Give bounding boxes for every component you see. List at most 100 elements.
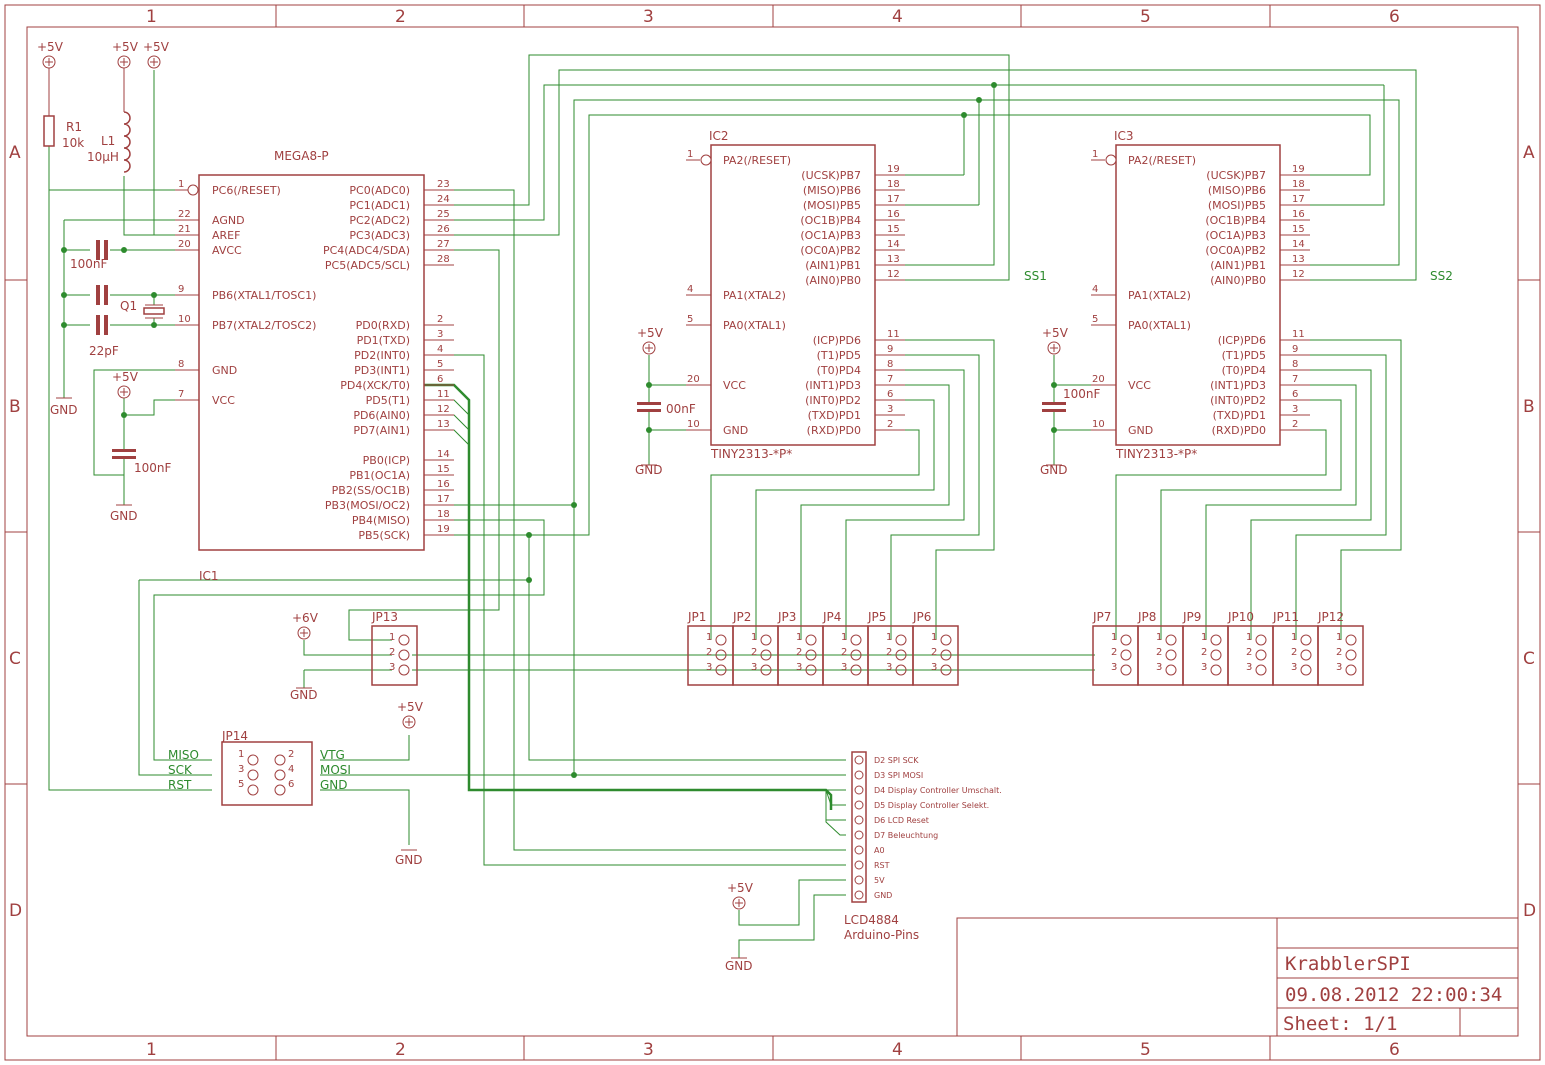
pin-name: PD4(XCK/T0)	[340, 379, 410, 392]
jumper-name: JP12	[1317, 610, 1344, 624]
jumper-name: JP13	[371, 610, 398, 624]
gnd-symbol: GND	[725, 957, 753, 973]
row-label: D	[9, 901, 22, 921]
pin-name: PC4(ADC4/SDA)	[323, 244, 410, 257]
pin-name: VCC	[1128, 379, 1151, 392]
pin-name: (OC1A)PB3	[800, 229, 861, 242]
jumper-name: JP1	[687, 610, 706, 624]
vcc-symbol: +5V	[727, 881, 754, 910]
pin-number: 23	[437, 179, 450, 190]
pin-number: 7	[178, 389, 184, 400]
pin-number: 3	[1246, 662, 1252, 673]
pin-number: 2	[751, 647, 757, 658]
gnd-label: GND	[290, 688, 318, 702]
lcd-pin-label: D4 Display Controller Umschalt.	[874, 786, 1002, 795]
power-symbols: +5V +5V +5V +5V +6V +5V +5V +5V +5V GND …	[37, 40, 1069, 973]
pin-number: 4	[687, 284, 693, 295]
pin-name: PD0(RXD)	[356, 319, 410, 332]
gnd-symbol: GND	[1040, 463, 1068, 477]
lcd-pin-label: RST	[874, 861, 890, 870]
pin-name: VCC	[212, 394, 235, 407]
pin-name: PC0(ADC0)	[349, 184, 410, 197]
pin-name: (UCSK)PB7	[801, 169, 861, 182]
row-label: B	[1523, 397, 1535, 417]
ss2-label: SS2	[1430, 269, 1453, 283]
pin-number: 3	[796, 662, 802, 673]
lcd-pin-label: D3 SPI MOSI	[874, 771, 923, 780]
lcd-pin-label: 5V	[874, 876, 885, 885]
capacitor	[96, 240, 108, 260]
pin-number: 3	[751, 662, 757, 673]
gnd-label: GND	[395, 853, 423, 867]
pin-name: PA1(XTAL2)	[1128, 289, 1191, 302]
jp14-vtg: VTG	[320, 748, 345, 762]
gnd-label: GND	[50, 403, 78, 417]
pin-number: 6	[887, 389, 893, 400]
wires	[48, 54, 1417, 958]
pin-number: 2	[1291, 647, 1297, 658]
pin-number: 1	[178, 179, 184, 190]
svg-text:2: 2	[288, 749, 294, 760]
vcc-symbol: +5V	[112, 370, 139, 399]
jumper-name: JP9	[1182, 610, 1201, 624]
lcd-pin-label: D2 SPI SCK	[874, 756, 919, 765]
pin-number: 17	[887, 194, 900, 205]
jumper-name: JP10	[1227, 610, 1254, 624]
pin-number: 3	[389, 662, 395, 673]
jp14-gnd: GND	[320, 778, 348, 792]
date-text: 09.08.2012 22:00:34	[1285, 984, 1502, 1006]
col-label: 4	[892, 1040, 903, 1060]
pin-number: 20	[1092, 374, 1105, 385]
pin-number: 2	[1111, 647, 1117, 658]
pin-name: PC6(/RESET)	[212, 184, 281, 197]
col-label: 3	[643, 1040, 654, 1060]
jumper-name: JP3	[777, 610, 796, 624]
jp14-rst: RST	[168, 778, 192, 792]
vcc-label: +6V	[292, 611, 319, 625]
vcc-label: +5V	[37, 40, 64, 54]
pin-name: (AIN1)PB1	[805, 259, 861, 272]
pin-name: PA2(/RESET)	[1128, 154, 1196, 167]
pin-number: 1	[886, 632, 892, 643]
cap-value: 00nF	[666, 402, 696, 416]
pin-number: 2	[886, 647, 892, 658]
capacitor	[96, 315, 108, 335]
pin-number: 22	[178, 209, 191, 220]
pin-name: PB1(OC1A)	[349, 469, 410, 482]
pin-name: (T0)PD4	[1222, 364, 1266, 377]
gnd-symbol: GND	[50, 397, 78, 417]
pin-name: (TXD)PD1	[808, 409, 861, 422]
capacitor	[1042, 402, 1066, 412]
pin-name: PA1(XTAL2)	[723, 289, 786, 302]
pin-number: 19	[437, 524, 450, 535]
pin-number: 27	[437, 239, 450, 250]
pin-name: AVCC	[212, 244, 242, 257]
row-label: D	[1523, 901, 1536, 921]
pin-number: 3	[706, 662, 712, 673]
pin-number: 9	[887, 344, 893, 355]
pin-name: PD5(T1)	[366, 394, 410, 407]
pin-name: PB6(XTAL1/TOSC1)	[212, 289, 316, 302]
pin-number: 2	[796, 647, 802, 658]
pin-number: 2	[1156, 647, 1162, 658]
col-label: 3	[643, 7, 654, 27]
pin-number: 12	[1292, 269, 1305, 280]
col-label: 4	[892, 7, 903, 27]
pin-name: (MISO)PB6	[1208, 184, 1266, 197]
pin-number: 12	[437, 404, 450, 415]
pin-name: (AIN1)PB1	[1210, 259, 1266, 272]
vcc-symbol: +5V	[397, 700, 424, 729]
pin-number: 20	[178, 239, 191, 250]
pin-number: 15	[1292, 224, 1305, 235]
row-label: A	[1523, 143, 1535, 163]
q1-name: Q1	[120, 299, 137, 313]
col-label: 2	[395, 1040, 406, 1060]
pin-number: 17	[437, 494, 450, 505]
col-label: 5	[1140, 7, 1151, 27]
vcc-label: +5V	[143, 40, 170, 54]
